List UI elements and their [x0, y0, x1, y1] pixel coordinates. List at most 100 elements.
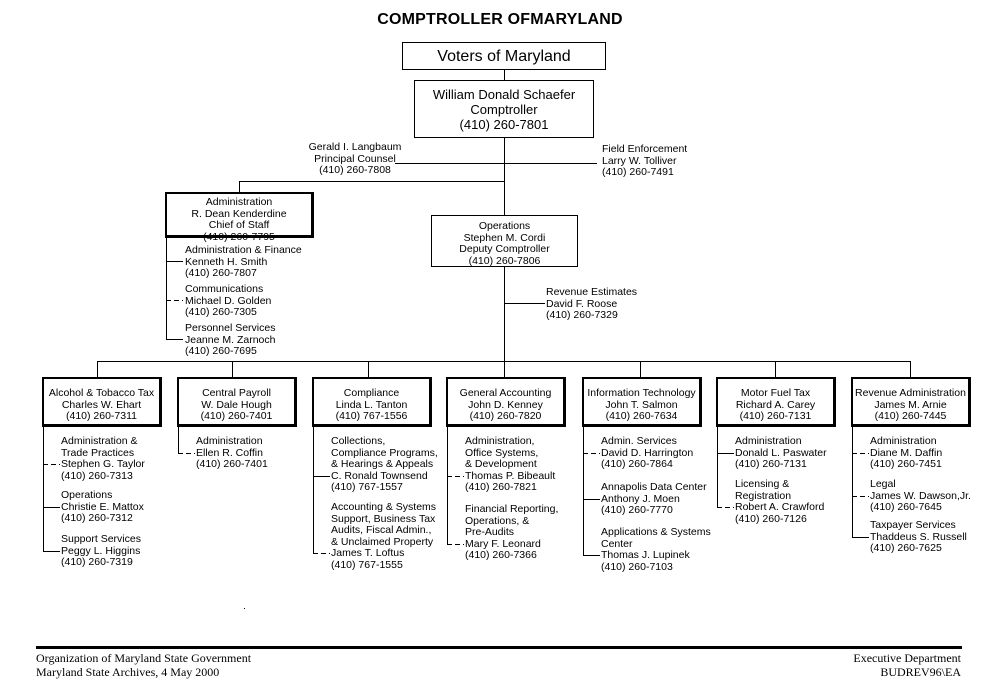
division-name: Motor Fuel Tax [740, 387, 811, 399]
principal-counsel: Gerald I. Langbaum Principal Counsel (41… [290, 141, 420, 177]
connector [583, 555, 600, 556]
operations-title: Deputy Comptroller [459, 243, 550, 255]
connector [910, 361, 911, 377]
unit-name: Revenue Estimates [546, 286, 638, 298]
division-head: John T. Salmon [605, 398, 678, 411]
connector [97, 361, 98, 377]
connector [178, 427, 179, 454]
unit-name: Support, Business Tax [331, 512, 436, 525]
connector [43, 507, 60, 508]
comptroller-name: William Donald Schaefer [432, 87, 576, 102]
unit-name: Annapolis Data Center [601, 481, 707, 493]
unit-head: James W. Dawson,Jr. [870, 489, 971, 502]
unit-phone: (410) 260-7313 [61, 469, 133, 482]
connector [178, 453, 195, 454]
unit-phone: (410) 767-1557 [331, 481, 403, 493]
division-phone: (410) 767-1556 [335, 410, 408, 422]
connector [166, 261, 183, 262]
division-phone: (410) 260-7634 [605, 410, 678, 422]
unit-name: Administration, [465, 435, 535, 447]
unit-name: Accounting & Systems [331, 501, 437, 513]
connector [852, 537, 869, 538]
unit-phone: (410) 260-7319 [61, 556, 133, 568]
unit-name: Legal [870, 478, 896, 490]
unit-phone: (410) 260-7864 [601, 458, 673, 470]
division-head: John D. Kenney [468, 398, 543, 411]
connector [583, 427, 584, 556]
footer-left: Organization of Maryland State Governmen… [36, 651, 251, 679]
unit-head: Thomas P. Bibeault [465, 469, 556, 482]
counsel-phone: (410) 260-7808 [319, 164, 391, 176]
unit-head: Michael D. Golden [185, 294, 272, 307]
connector [447, 544, 464, 545]
footer-org: Organization of Maryland State Governmen… [36, 651, 252, 665]
admin-unit-1: Communications Michael D. Golden (410) 2… [185, 283, 272, 319]
unit-phone: (410) 260-7103 [601, 560, 673, 573]
connector [447, 476, 464, 477]
unit-head: James T. Loftus [331, 547, 405, 559]
unit-name: Administration & Finance [185, 244, 302, 256]
unit-head: David D. Harrington [601, 446, 694, 459]
unit-head: Diane M. Daffin [870, 446, 943, 459]
unit-head: Jeanne M. Zarnoch [185, 333, 276, 346]
unit-name: Financial Reporting, [465, 503, 559, 515]
unit-name: & Development [465, 458, 537, 470]
connector [447, 427, 448, 545]
administration-box: Administration R. Dean Kenderdine Chief … [165, 192, 314, 242]
connector [232, 361, 233, 377]
division-head: Richard A. Carey [735, 398, 816, 411]
unit-name: Licensing & [735, 478, 790, 490]
field-enforcement: Field Enforcement Larry W. Tolliver (410… [602, 143, 688, 179]
connector [313, 427, 314, 554]
comptroller-title: Comptroller [470, 102, 538, 117]
connector [583, 499, 600, 500]
unit-head: Donald L. Paswater [735, 446, 827, 459]
voters-box: Voters of Maryland [402, 42, 606, 70]
unit-name: Audits, Fiscal Admin., [331, 524, 432, 536]
operations-box: Operations Stephen M. Cordi Deputy Compt… [431, 215, 578, 267]
counsel-title: Principal Counsel [314, 152, 396, 165]
operations-name: Stephen M. Cordi [463, 231, 546, 244]
unit-head: David F. Roose [546, 297, 618, 310]
revenue-estimates: Revenue Estimates David F. Roose (410) 2… [546, 286, 638, 322]
unit-head: Thomas J. Lupinek [601, 549, 690, 561]
field-enforcement-unit: Field Enforcement [602, 143, 688, 155]
unit-name: Collections, [331, 435, 386, 447]
unit-name: Trade Practices [61, 446, 135, 459]
division-name: General Accounting [459, 387, 552, 399]
comptroller-phone: (410) 260-7801 [459, 117, 549, 132]
footer-rule [36, 646, 962, 649]
unit-phone: (410) 260-7625 [870, 542, 942, 554]
division-head: James M. Arnie [874, 398, 947, 411]
connector [775, 361, 776, 377]
division-name: Information Technology [587, 387, 696, 399]
unit-name: Administration & [61, 435, 138, 447]
footer-right: Executive Department BUDREV96\EA [853, 651, 961, 679]
sub-unit: Financial Reporting,Operations, &Pre-Aud… [465, 503, 559, 562]
footer-archive: Maryland State Archives, 4 May 2000 [36, 665, 220, 679]
unit-name: Communications [185, 283, 264, 295]
unit-head: Christie E. Mattox [61, 500, 144, 513]
connector [43, 464, 60, 465]
division-phone: (410) 260-7131 [739, 410, 812, 422]
unit-head: Anthony J. Moen [601, 492, 680, 505]
unit-name: & Unclaimed Property [331, 535, 434, 548]
unit-name: Operations, & [465, 514, 530, 527]
unit-name: Office Systems, [465, 446, 539, 459]
field-enforcement-phone: (410) 260-7491 [602, 166, 674, 178]
connector [504, 303, 545, 304]
unit-head: C. Ronald Townsend [331, 469, 428, 482]
unit-phone: (410) 260-7366 [465, 549, 537, 561]
connector [395, 163, 597, 164]
operations-phone: (410) 260-7806 [468, 254, 541, 267]
connector [640, 361, 641, 377]
unit-phone: (410) 260-7451 [870, 458, 942, 470]
connector [717, 453, 734, 454]
